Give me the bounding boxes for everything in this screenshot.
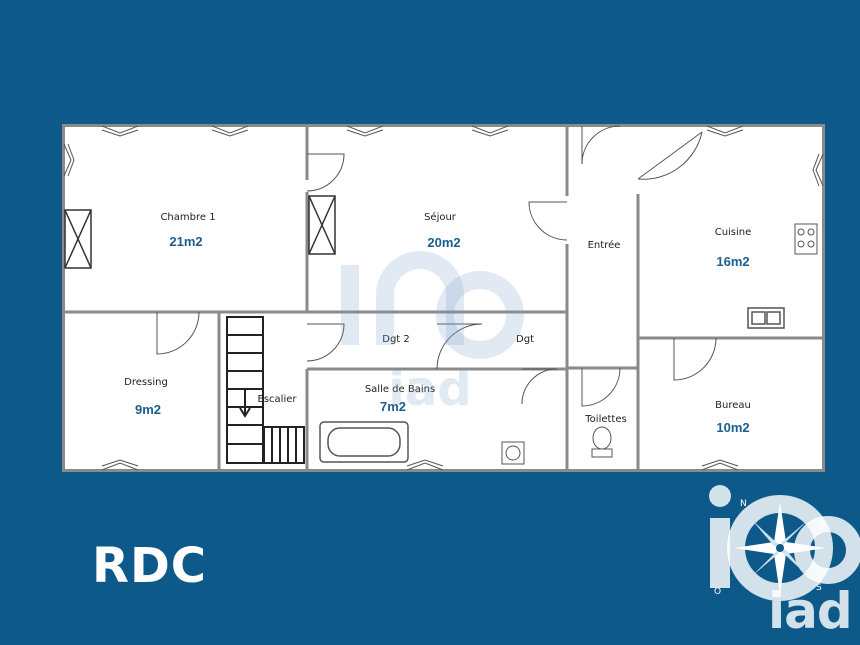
room-area-sdb: 7m2: [379, 399, 407, 414]
room-name-entree: Entrée: [587, 240, 621, 251]
bathroom-sink: [501, 441, 525, 465]
room-name-chambre1: Chambre 1: [160, 212, 216, 223]
closets: [64, 195, 336, 269]
kitchen-stove: [794, 223, 818, 255]
level-label: RDC: [92, 538, 208, 594]
room-name-bureau: Bureau: [715, 400, 751, 411]
room-name-dgt2: Dgt 2: [382, 334, 410, 345]
room-area-sejour: 20m2: [427, 235, 461, 250]
windows: [63, 125, 824, 471]
interior-walls: [64, 126, 823, 470]
floor-plan: Chambre 1 21m2 Séjour 20m2 Entrée Cuisin…: [62, 124, 825, 472]
iad-logo: N E S O: [709, 485, 860, 601]
room-name-toilettes: Toilettes: [585, 414, 627, 425]
room-area-cuisine: 16m2: [716, 254, 750, 269]
room-name-sejour: Séjour: [424, 212, 456, 223]
kitchen-sink: [747, 307, 785, 329]
outer-wall: [62, 124, 825, 472]
room-name-dressing: Dressing: [124, 377, 168, 388]
compass-letter-n: N: [740, 499, 747, 509]
compass-letter-o: O: [714, 587, 721, 597]
toilet: [591, 426, 613, 458]
room-area-dressing: 9m2: [134, 402, 162, 417]
compass-rose-icon: [734, 502, 826, 594]
door-swings: [156, 125, 717, 407]
compass-letter-e: E: [820, 521, 826, 531]
room-name-cuisine: Cuisine: [714, 227, 752, 238]
bathtub: [319, 421, 409, 463]
staircase: [226, 316, 305, 464]
floor-plan-drawing: [62, 124, 825, 472]
room-area-bureau: 10m2: [716, 420, 750, 435]
logo-text: iad: [768, 582, 853, 640]
room-name-dgt: Dgt: [516, 334, 534, 345]
room-area-chambre1: 21m2: [169, 234, 203, 249]
room-name-escalier: Escalier: [257, 394, 297, 405]
compass-letter-s: S: [816, 583, 822, 593]
room-name-sdb: Salle de Bains: [364, 384, 436, 395]
